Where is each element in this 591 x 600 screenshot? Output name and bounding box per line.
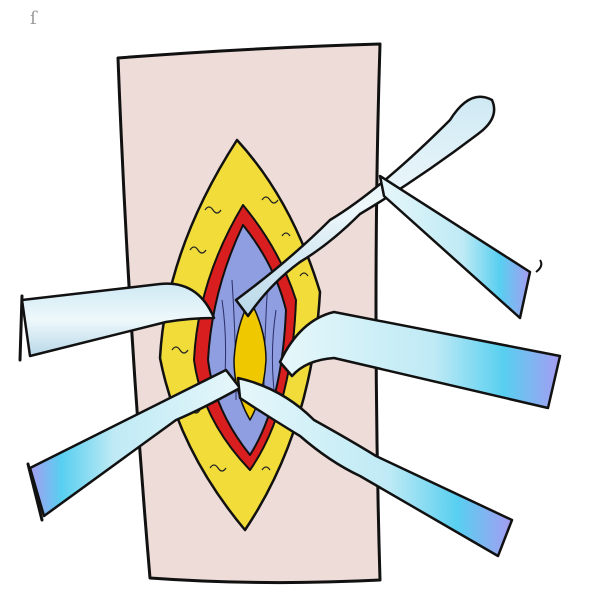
retractor-left-upper-edge bbox=[18, 294, 24, 362]
sketch-accent bbox=[535, 259, 543, 273]
retractor-left-upper bbox=[20, 282, 216, 358]
retractor-mid-right bbox=[278, 310, 562, 410]
retractor-lower-right bbox=[236, 376, 514, 558]
retractor-upper-right-blade bbox=[378, 174, 532, 320]
retractor-upper-right bbox=[234, 95, 496, 318]
retractor-left-lower-edge bbox=[26, 462, 44, 522]
corner-mark: ſ bbox=[30, 8, 38, 29]
